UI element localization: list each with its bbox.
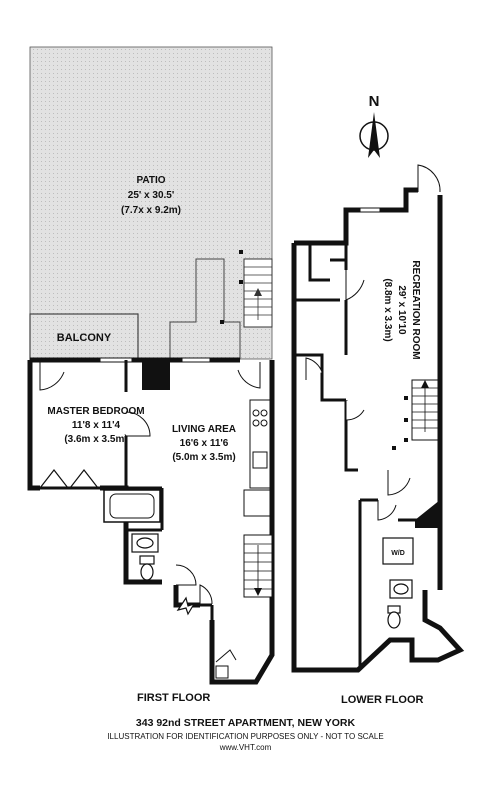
interior-stair (243, 534, 273, 598)
recreation-room-dims-ft: 29' x 10'10 (396, 285, 407, 335)
recreation-room-name: RECREATION ROOM (410, 260, 421, 359)
balcony-name: BALCONY (57, 332, 112, 344)
mechanical-block (415, 500, 440, 528)
lower-stair (392, 379, 439, 450)
door-swing (39, 362, 261, 605)
bathroom-fixtures (131, 533, 159, 581)
patio-dims-ft: 25' x 30.5' (128, 190, 174, 201)
window (99, 357, 211, 363)
first-floor-label: FIRST FLOOR (137, 692, 211, 704)
living-area-dims-m: (5.0m x 3.5m) (172, 452, 235, 463)
kitchen-counter (243, 399, 271, 517)
window (359, 207, 381, 213)
website-text: www.VHT.com (219, 743, 272, 752)
living-area-dims-ft: 16'6 x 11'6 (180, 438, 229, 449)
balcony-label: BALCONY (57, 332, 112, 344)
entrance-arrow-icon (176, 596, 196, 616)
lower-bathroom-fixtures (387, 579, 413, 629)
bathtub (103, 489, 161, 523)
patio-stair (220, 250, 273, 328)
lower-floor-label: LOWER FLOOR (341, 694, 424, 706)
master-bedroom-name: MASTER BEDROOM (47, 406, 144, 417)
recreation-room-label: RECREATION ROOM 29' x 10'10 (8.8m x 3.3m… (382, 260, 421, 359)
patio-area (29, 46, 273, 360)
patio-name: PATIO (136, 175, 165, 186)
compass-north-label: N (369, 93, 380, 110)
washer-dryer: W/D (382, 537, 414, 565)
door-swing (417, 164, 441, 193)
master-bedroom-dims-m: (3.6m x 3.5m) (64, 434, 127, 445)
recreation-room-dims-m: (8.8m x 3.3m) (382, 278, 393, 341)
first-floor-outline (27, 357, 275, 685)
north-compass-icon: N (359, 93, 389, 158)
master-bedroom-dims-ft: 11'8 x 11'4 (72, 420, 121, 431)
master-bedroom-label: MASTER BEDROOM 11'8 x 11'4 (3.6m x 3.5m) (47, 406, 144, 445)
living-area-label: LIVING AREA 16'6 x 11'6 (5.0m x 3.5m) (172, 424, 236, 463)
living-area-name: LIVING AREA (172, 424, 236, 435)
patio-label: PATIO 25' x 30.5' (7.7x x 9.2m) (121, 175, 181, 216)
washer-dryer-label: W/D (391, 550, 405, 557)
lower-floor-outline: W/D (291, 164, 465, 673)
disclaimer-text: ILLUSTRATION FOR IDENTIFICATION PURPOSES… (107, 732, 384, 741)
chimney-block (142, 360, 170, 390)
property-title: 343 92nd STREET APARTMENT, NEW YORK (135, 717, 356, 729)
patio-dims-m: (7.7x x 9.2m) (121, 205, 181, 216)
